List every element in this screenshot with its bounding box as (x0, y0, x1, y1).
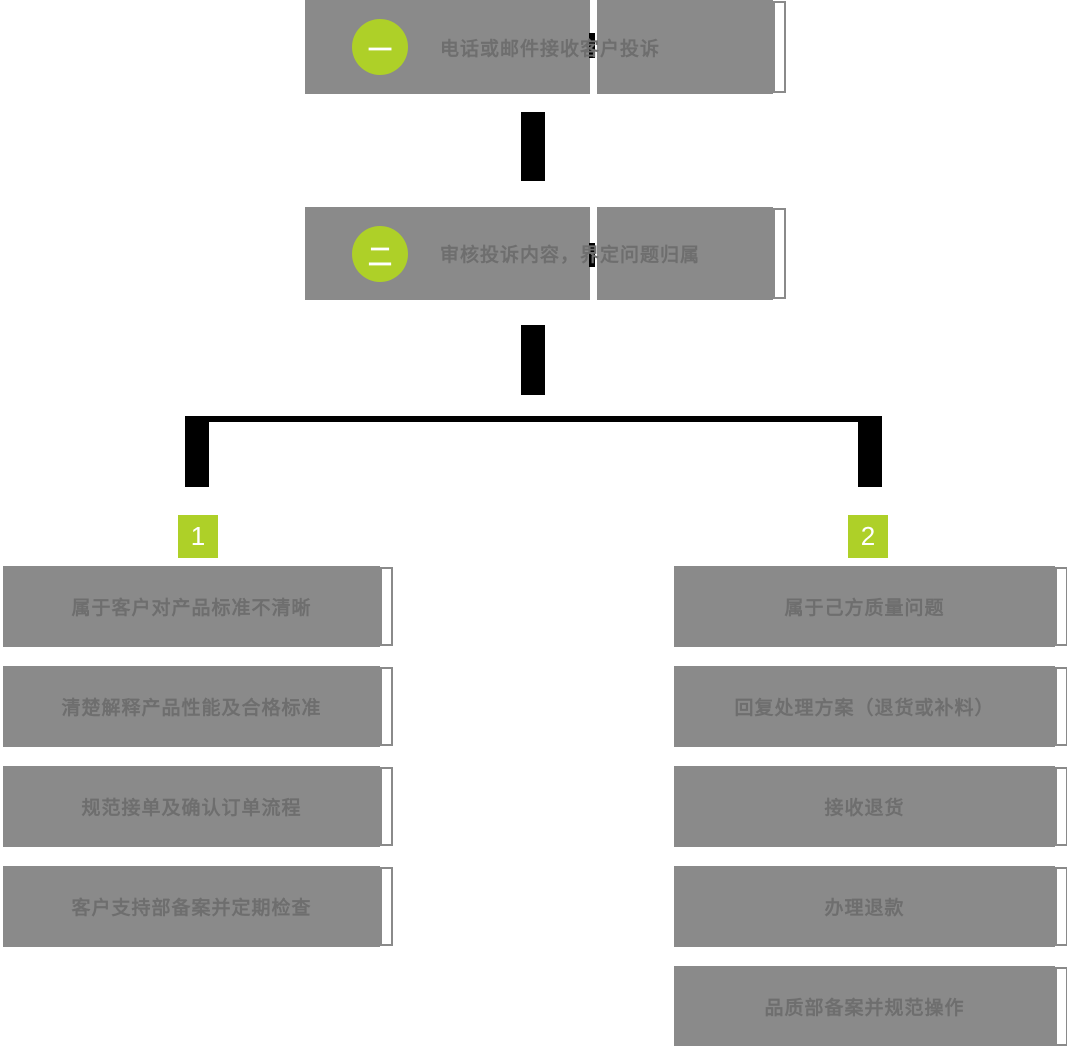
branch2-item-label-3: 接收退货 (824, 798, 905, 819)
step-label-2: 审核投诉内容，界定问题归属 (440, 245, 701, 266)
branch1-item-label-2: 清楚解释产品性能及合格标准 (61, 698, 322, 719)
branch2-item-box-5: 品质部备案并规范操作 (674, 966, 1067, 1046)
connector-step2-branch (521, 325, 545, 395)
branch2-item-box-1: 属于己方质量问题 (674, 566, 1067, 647)
branch1-item-label-1: 属于客户对产品标准不清晰 (71, 598, 312, 619)
page-edge-decoration (380, 767, 393, 846)
branch2-item-box-4: 办理退款 (674, 866, 1067, 947)
black-mark-artifact (589, 243, 595, 267)
branch1-item-label-4: 客户支持部备案并定期检查 (71, 898, 312, 919)
page-edge-decoration (773, 1, 786, 93)
page-edge-decoration (773, 208, 786, 299)
flow-step-box-2: 二 审核投诉内容，界定问题归属 (305, 207, 786, 300)
branch1-item-box-2: 清楚解释产品性能及合格标准 (3, 666, 393, 747)
branch1-item-label-3: 规范接单及确认订单流程 (81, 798, 302, 819)
branch2-item-box-2: 回复处理方案（退货或补料） (674, 666, 1067, 747)
connector-step1-step2 (521, 112, 545, 181)
branch-horizontal-bar (185, 416, 882, 422)
branch-number-label: 1 (190, 521, 206, 551)
flow-step-box-1: 一 电话或邮件接收客户投诉 (305, 0, 786, 94)
branch-number-1: 1 (178, 515, 218, 558)
page-edge-decoration (1055, 667, 1067, 746)
page-edge-decoration (380, 567, 393, 646)
page-edge-decoration (380, 667, 393, 746)
page-edge-decoration (1055, 867, 1067, 946)
branch1-item-box-4: 客户支持部备案并定期检查 (3, 866, 393, 947)
branch2-item-label-1: 属于己方质量问题 (784, 598, 945, 619)
step-label-1: 电话或邮件接收客户投诉 (440, 38, 661, 60)
step-badge-circle-2: 二 (352, 226, 408, 282)
branch-right-drop (858, 416, 882, 487)
branch-number-2: 2 (848, 515, 888, 558)
branch2-item-label-5: 品质部备案并规范操作 (764, 998, 965, 1019)
branch-number-label: 2 (860, 521, 876, 551)
step-badge-label: 一 (368, 36, 392, 64)
branch1-item-box-3: 规范接单及确认订单流程 (3, 766, 393, 847)
branch2-item-box-3: 接收退货 (674, 766, 1067, 847)
step-badge-circle-1: 一 (352, 19, 408, 75)
step-badge-label: 二 (368, 243, 392, 271)
page-edge-decoration (1055, 767, 1067, 846)
page-edge-decoration (380, 867, 393, 946)
branch1-item-box-1: 属于客户对产品标准不清晰 (3, 566, 393, 647)
page-edge-decoration (1055, 967, 1067, 1046)
branch2-item-label-2: 回复处理方案（退货或补料） (734, 698, 995, 719)
branch-left-drop (185, 416, 209, 487)
page-edge-decoration (1055, 567, 1067, 646)
branch2-item-label-4: 办理退款 (824, 898, 905, 919)
black-mark-artifact (589, 33, 595, 58)
